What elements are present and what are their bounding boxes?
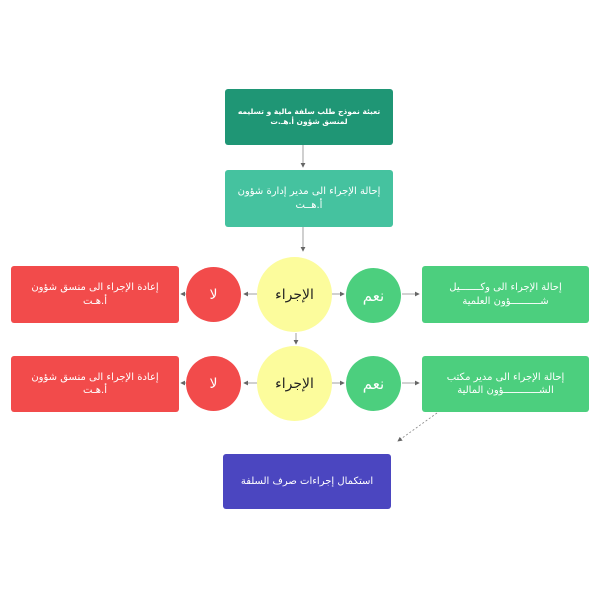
node-refer-to-manager: إحالة الإجراء الى مدير إدارة شؤون أ.هــت bbox=[225, 170, 393, 227]
node-fill-request: تعبئة نموذج طلب سلفة مالية و تسليمه لمنس… bbox=[225, 89, 393, 145]
node-return-to-coordinator-2: إعادة الإجراء الى منسق شؤون أ.هـت bbox=[11, 356, 179, 412]
yes-node-2: نعم bbox=[346, 356, 401, 411]
node-refer-to-finance: إحالة الإجراء الى مدير مكتب الشـــــــــ… bbox=[422, 356, 589, 412]
decision-node-1: الإجراء bbox=[257, 257, 332, 332]
no-node-2: لا bbox=[186, 356, 241, 411]
no-node-1: لا bbox=[186, 267, 241, 322]
yes-node-1: نعم bbox=[346, 268, 401, 323]
node-refer-to-deputy: إحالة الإجراء الى وكـــــــيل شـــــــــ… bbox=[422, 266, 589, 323]
node-complete-advance-disbursement: استكمال إجراءات صرف السلفة bbox=[223, 454, 391, 509]
decision-node-2: الإجراء bbox=[257, 346, 332, 421]
edge-finance-to-end bbox=[397, 412, 438, 442]
node-return-to-coordinator-1: إعادة الإجراء الى منسق شؤون أ.هـت bbox=[11, 266, 179, 323]
